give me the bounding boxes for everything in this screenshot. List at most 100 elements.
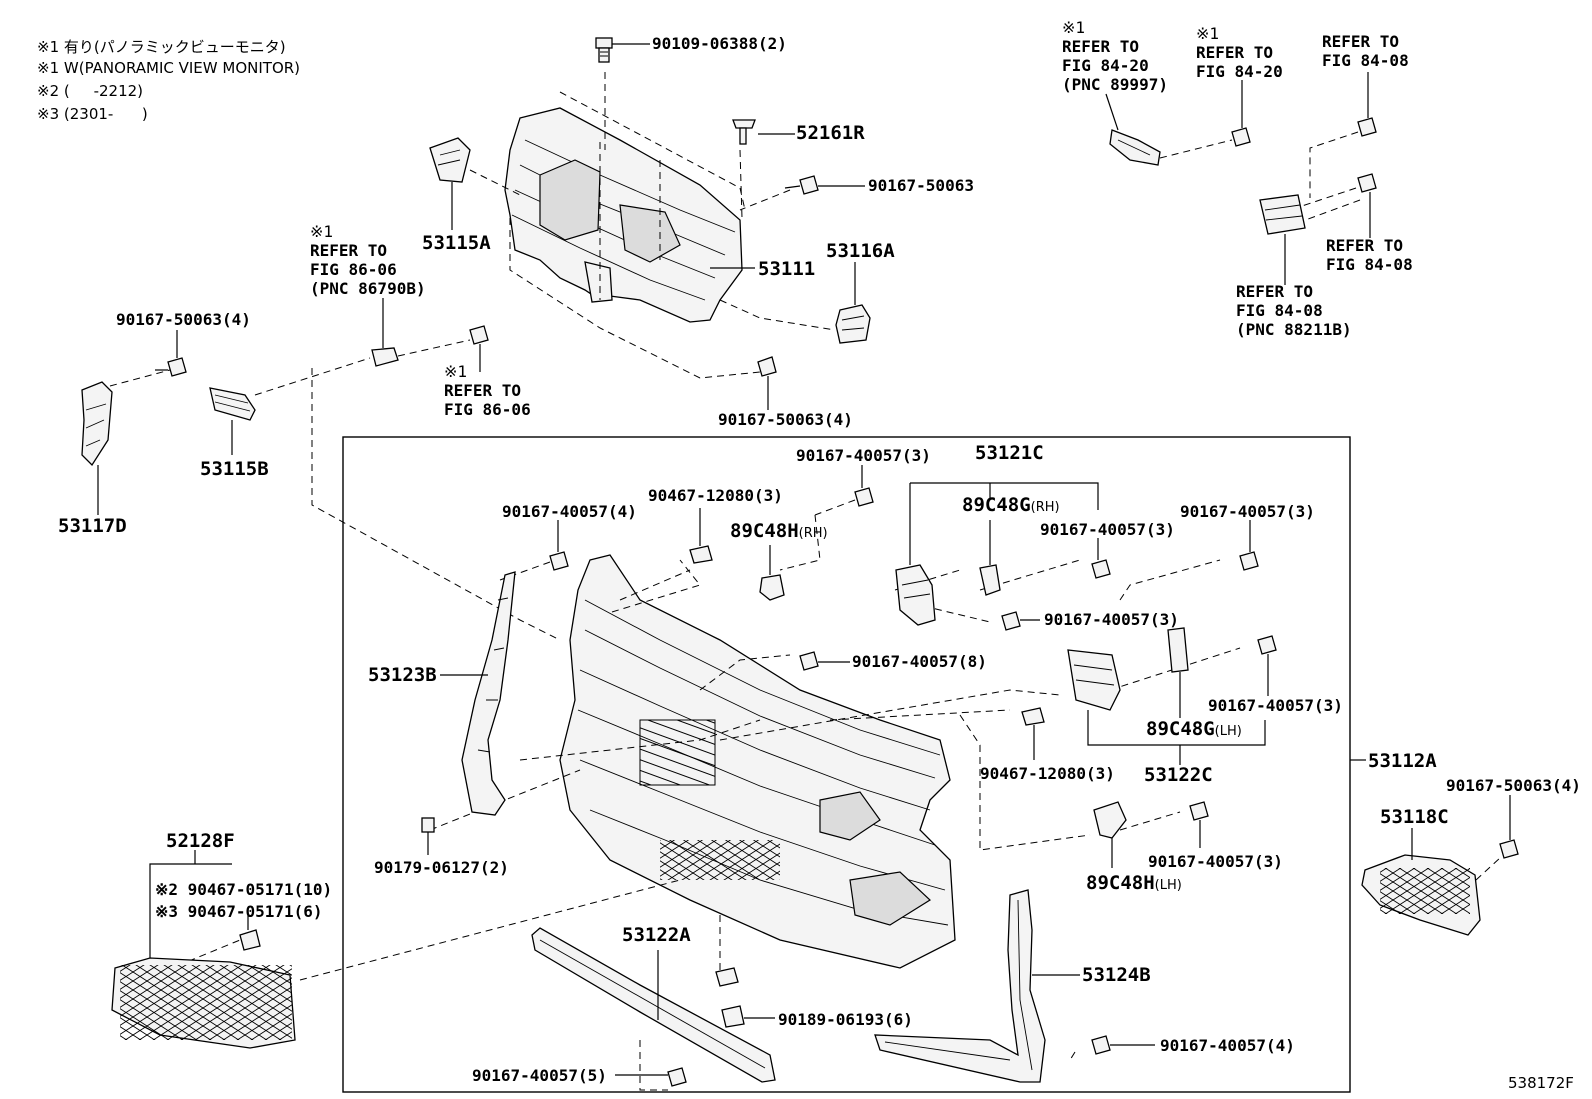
refer-86-06-pnc-line3: (PNC 86790B) <box>310 279 426 298</box>
bolt-90109-06388 <box>595 37 650 63</box>
bolt-refer-84-08-top <box>1309 72 1377 198</box>
refer-84-08-top-line2: FIG 84-08 <box>1322 51 1409 70</box>
sensor-86790B <box>311 298 561 641</box>
radiator-support-part-53111 <box>504 107 755 323</box>
refer-84-08-mid-line1: REFER TO <box>1326 236 1404 255</box>
label-53111: 53111 <box>758 258 816 280</box>
label-90167-40057-3-c: 90167-40057(3) <box>1180 502 1315 521</box>
clip-90467-12080-a <box>689 508 713 564</box>
bracket-53118C <box>1361 828 1501 936</box>
bracket-89C48G-rh <box>979 520 1001 596</box>
refer-84-20-pnc-line1: REFER TO <box>1062 37 1140 56</box>
bolt-90167-50063-top <box>784 175 865 195</box>
label-89C48H-rh-side: (RH) <box>798 526 828 541</box>
bracket-53122C <box>1067 649 1266 765</box>
refer-86-06-pnc-line1: REFER TO <box>310 241 388 260</box>
bolt-refer-84-20 <box>1231 80 1251 147</box>
refer-86-06: ※1 REFER TO FIG 86-06 <box>444 362 531 419</box>
note-3: ※2 ( -2212) <box>37 82 144 100</box>
sensor-88211B <box>1259 194 1306 285</box>
label-53124B: 53124B <box>1082 964 1151 986</box>
bracket-53121C <box>895 482 1099 626</box>
refer-84-08-top-line1: REFER TO <box>1322 32 1400 51</box>
refer-84-08-mid: REFER TO FIG 84-08 <box>1326 236 1413 274</box>
label-90189-06193: 90189-06193(6) <box>778 1010 913 1029</box>
refer-86-06-line1: REFER TO <box>444 381 522 400</box>
grille-52128F <box>111 850 296 1049</box>
label-89C48G-rh: 89C48G(RH) <box>962 494 1060 516</box>
clip-90189-06193 <box>715 967 775 1028</box>
refer-84-08-pnc: REFER TO FIG 84-08 (PNC 88211B) <box>1236 282 1352 339</box>
label-90467-12080-3-b: 90467-12080(3) <box>980 764 1115 783</box>
refer-84-20-mark: ※1 <box>1196 24 1220 43</box>
refer-84-20-pnc-mark: ※1 <box>1062 18 1086 37</box>
refer-84-20-pnc-line3: (PNC 89997) <box>1062 75 1168 94</box>
label-52128F: 52128F <box>166 830 235 852</box>
refer-84-08-pnc-line1: REFER TO <box>1236 282 1314 301</box>
label-53123B: 53123B <box>368 664 437 686</box>
label-89C48H-rh-code: 89C48H <box>730 520 799 542</box>
grille-assembly-53112A <box>559 554 1366 969</box>
label-90167-40057-4-b: 90167-40057(4) <box>1160 1036 1295 1055</box>
bracket-89C48H-rh <box>759 545 785 601</box>
bracket-89C48H-lh <box>1093 801 1127 868</box>
refer-84-20-line1: REFER TO <box>1196 43 1274 62</box>
label-53118C: 53118C <box>1380 806 1449 828</box>
bolt-90167-40057-4-b <box>1091 1035 1155 1055</box>
label-90167-40057-3-f: 90167-40057(3) <box>1148 852 1283 871</box>
label-53121C: 53121C <box>975 442 1044 464</box>
label-90167-40057-5: 90167-40057(5) <box>472 1066 607 1085</box>
refer-84-20-line2: FIG 84-20 <box>1196 62 1283 81</box>
label-89C48G-lh: 89C48G(LH) <box>1146 718 1242 740</box>
label-89C48G-lh-side: (LH) <box>1214 724 1242 739</box>
clip-90467-12080-b <box>1021 707 1045 760</box>
label-90167-40057-4-a: 90167-40057(4) <box>502 502 637 521</box>
refer-84-08-top: REFER TO FIG 84-08 <box>1322 32 1409 70</box>
refer-86-06-pnc-line2: FIG 86-06 <box>310 260 397 279</box>
label-89C48H-lh-side: (LH) <box>1154 878 1182 893</box>
bolt-90167-40057-3-d <box>1001 611 1040 631</box>
bolt-90167-40057-5 <box>615 1067 687 1087</box>
bracket-53117D <box>81 369 171 515</box>
label-90167-40057-3-d: 90167-40057(3) <box>1044 610 1179 629</box>
label-89C48H-lh: 89C48H(LH) <box>1086 872 1182 894</box>
bracket-53116A <box>835 262 871 344</box>
label-90167-40057-3-a: 90167-40057(3) <box>796 446 931 465</box>
label-53112A: 53112A <box>1368 750 1437 772</box>
bolt-refer-86-06 <box>469 325 489 372</box>
label-90167-50063-4-left: 90167-50063(4) <box>116 310 251 329</box>
label-52161R: 52161R <box>796 122 865 144</box>
label-90167-50063-top: 90167-50063 <box>868 176 974 195</box>
label-90179-06127: 90179-06127(2) <box>374 858 509 877</box>
refer-84-08-mid-line2: FIG 84-08 <box>1326 255 1413 274</box>
bolt-90167-40057-3-f <box>1189 801 1209 848</box>
bolt-90167-40057-3-b <box>1091 538 1111 579</box>
label-89C48H-rh: 89C48H(RH) <box>730 520 828 542</box>
clip-90467-05171 <box>239 915 261 951</box>
camera-89997 <box>1105 93 1233 166</box>
label-53122A: 53122A <box>622 924 691 946</box>
label-89C48G-lh-code: 89C48G <box>1146 718 1215 740</box>
label-89C48H-lh-code: 89C48H <box>1086 872 1155 894</box>
note-1: ※1 有り(パノラミックビューモニタ) <box>37 38 286 56</box>
label-89C48G-rh-code: 89C48G <box>962 494 1031 516</box>
bolt-90167-40057-3-c <box>1239 520 1259 571</box>
refer-86-06-pnc-mark: ※1 <box>310 222 334 241</box>
molding-53124B <box>874 889 1080 1083</box>
label-90167-50063-4-mid: 90167-50063(4) <box>718 410 853 429</box>
assembly-box <box>342 436 1351 1093</box>
molding-53122A <box>531 927 776 1083</box>
label-90467-05171-6: ※3 90467-05171(6) <box>155 902 323 921</box>
label-53122C: 53122C <box>1144 764 1213 786</box>
clip-52161R <box>732 119 795 145</box>
label-90167-40057-3-e: 90167-40057(3) <box>1208 696 1343 715</box>
bolt-90167-40057-3-a <box>814 465 874 516</box>
label-53115A: 53115A <box>422 232 491 254</box>
label-53116A: 53116A <box>826 240 895 262</box>
bracket-53115B <box>209 357 371 455</box>
refer-86-06-mark: ※1 <box>444 362 468 381</box>
refer-84-20-pnc: ※1 REFER TO FIG 84-20 (PNC 89997) <box>1062 18 1168 94</box>
refer-86-06-pnc: ※1 REFER TO FIG 86-06 (PNC 86790B) <box>310 222 426 298</box>
